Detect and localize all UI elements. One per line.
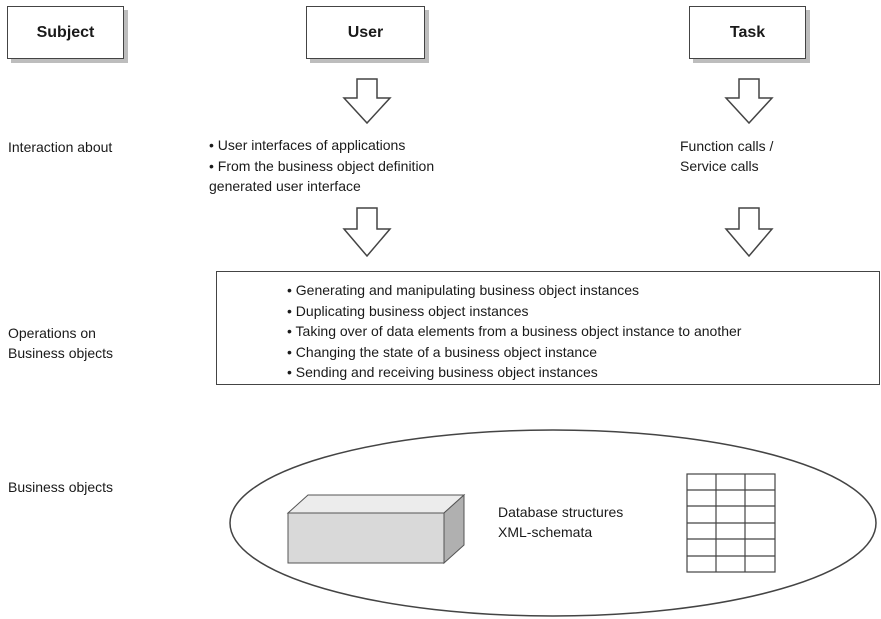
task-line: Service calls <box>680 158 759 174</box>
user-interaction-list: • User interfaces of applications • From… <box>209 135 434 197</box>
list-item: • Sending and receiving business object … <box>287 364 598 380</box>
list-item: • User interfaces of applications <box>209 137 406 153</box>
business-objects-line: XML-schemata <box>498 524 593 540</box>
task-interaction-text: Function calls / Service calls <box>680 136 773 176</box>
row-label-operations-line2: Business objects <box>8 345 114 361</box>
business-objects-ellipse <box>229 429 877 617</box>
operations-box: • Generating and manipulating business o… <box>216 271 880 385</box>
task-line: Function calls / <box>680 138 774 154</box>
user-header-label: User <box>347 23 384 41</box>
row-label-business-objects: Business objects <box>8 479 114 495</box>
down-arrow-icon <box>724 207 774 258</box>
down-arrow-icon <box>342 207 392 258</box>
task-header-label: Task <box>729 23 766 41</box>
list-item: • Duplicating business object instances <box>287 302 529 319</box>
user-header-box: User <box>306 6 425 59</box>
business-objects-text: Database structures XML-schemata <box>498 502 623 542</box>
list-item: • Taking over of data elements from a bu… <box>287 323 742 339</box>
business-objects-line: Database structures <box>498 504 624 520</box>
list-item: generated user interface <box>209 178 361 194</box>
subject-header-label: Subject <box>36 23 95 41</box>
down-arrow-icon <box>342 78 392 125</box>
task-header-box: Task <box>689 6 806 59</box>
database-block-icon <box>286 493 466 565</box>
subject-header-box: Subject <box>7 6 124 59</box>
list-item: • From the business object definition <box>209 157 435 174</box>
row-label-interaction: Interaction about <box>8 139 113 155</box>
list-item: • Changing the state of a business objec… <box>287 343 597 360</box>
table-grid-icon <box>686 473 776 573</box>
row-label-operations: Operations on Business objects <box>8 323 113 363</box>
row-label-operations-line1: Operations on <box>8 325 96 341</box>
down-arrow-icon <box>724 78 774 125</box>
list-item: • Generating and manipulating business o… <box>287 282 640 298</box>
